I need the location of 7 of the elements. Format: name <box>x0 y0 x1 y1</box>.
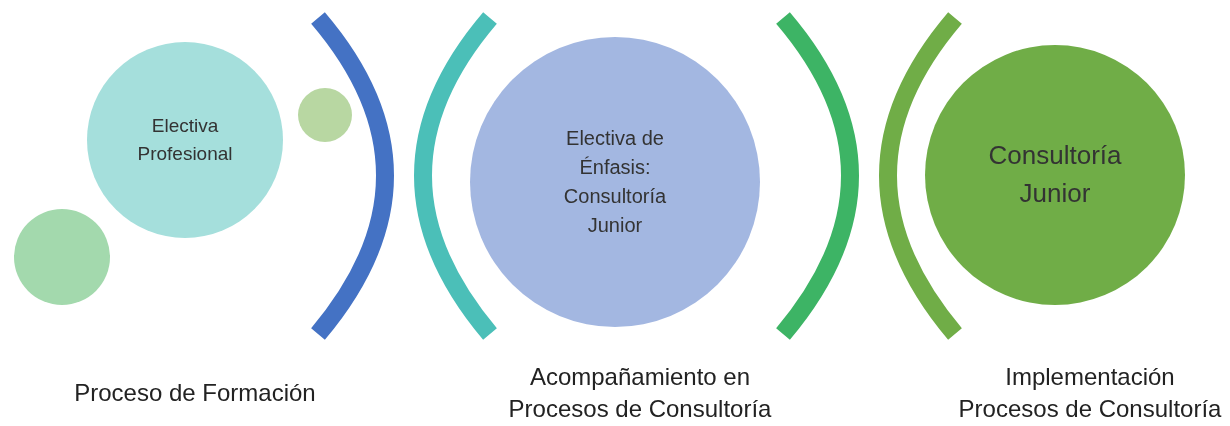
node-label: Electiva de Énfasis: Consultoría Junior <box>562 126 668 238</box>
circle-node <box>298 88 352 142</box>
stage-label: Proceso de Formación <box>73 378 317 408</box>
stage-label: Acompañamiento en Procesos de Consultoría <box>507 362 773 424</box>
node-label: Electiva Profesional <box>136 114 234 166</box>
node-label: Consultoría Junior <box>987 139 1123 210</box>
stage-label: Implementación Procesos de Consultoría <box>957 362 1223 424</box>
